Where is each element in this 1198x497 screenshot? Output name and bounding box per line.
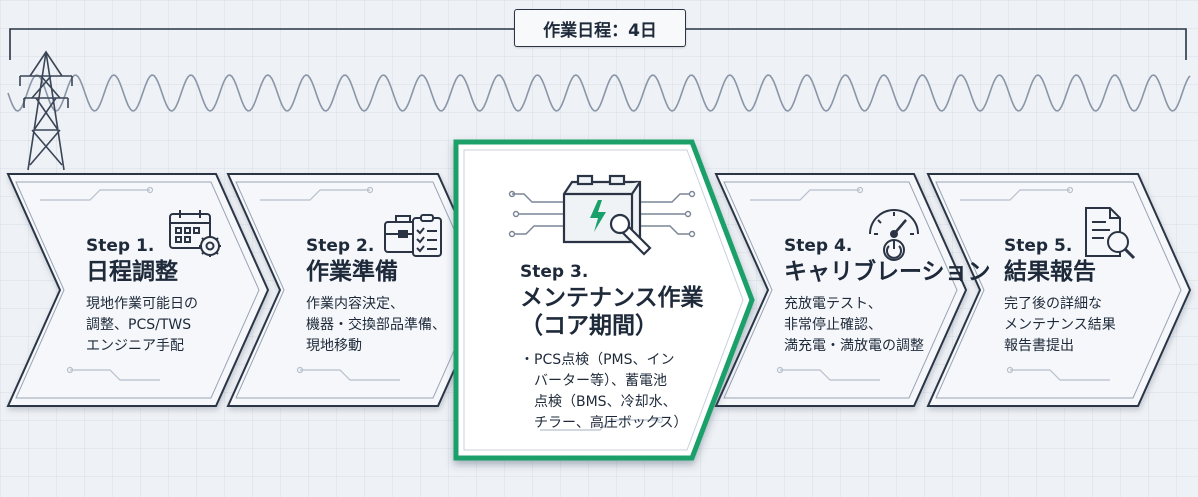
step-5-name: 結果報告 — [1004, 259, 1096, 285]
step-1-description: 現地作業可能日の 調整、PCS/TWS エンジニア手配 — [86, 296, 198, 354]
circuit-traces — [40, 186, 1110, 431]
step-3-description: ・PCS点検（PMS、イン バーター等）、蓄電池 点検（BMS、冷却水、 チラー… — [520, 352, 688, 431]
step-4-number: Step 4. — [784, 236, 853, 256]
step-1-name: 日程調整 — [86, 259, 178, 285]
schedule-title-text: 作業日程：4日 — [543, 20, 657, 41]
step-2-name: 作業準備 — [306, 259, 398, 285]
step-4-description: 充放電テスト、 非常停止確認、 満充電・満放電の調整 — [784, 296, 924, 354]
step-3-name-line2: （コア期間） — [520, 313, 658, 339]
timeline-bracket — [9, 28, 1187, 60]
step-3-chevron — [453, 139, 755, 461]
gauge-power-icon — [869, 209, 919, 261]
report-magnifier-icon — [1085, 207, 1136, 260]
step-5-content: Step 5. 結果報告 完了後の詳細な メンテナンス結果 報告書提出 — [1004, 236, 1116, 357]
calendar-gear-icon — [169, 210, 221, 257]
step-3-number: Step 3. — [520, 262, 589, 282]
power-tower-icon — [19, 50, 73, 171]
step-3-name-line1: メンテナンス作業 — [520, 285, 704, 311]
power-wave — [7, 74, 1191, 112]
toolbox-clipboard-icon — [384, 214, 442, 257]
step-1-content: Step 1. 日程調整 現地作業可能日の 調整、PCS/TWS エンジニア手配 — [86, 236, 198, 357]
schedule-title: 作業日程：4日 — [514, 9, 686, 47]
step-2-description: 作業内容決定、 機器・交換部品準備、 現地移動 — [306, 296, 446, 354]
step-2-content: Step 2. 作業準備 作業内容決定、 機器・交換部品準備、 現地移動 — [306, 236, 446, 357]
step-4-name: キャリブレーション — [784, 259, 991, 285]
battery-wrench-icon — [508, 174, 696, 256]
step-2-number: Step 2. — [306, 236, 375, 256]
step-4-content: Step 4. キャリブレーション 充放電テスト、 非常停止確認、 満充電・満放… — [784, 236, 991, 357]
step-5-description: 完了後の詳細な メンテナンス結果 報告書提出 — [1004, 296, 1116, 354]
step-4-chevron — [714, 173, 968, 407]
step-1-chevron — [6, 173, 270, 407]
step-5-chevron — [926, 173, 1192, 407]
step-1-number: Step 1. — [86, 236, 155, 256]
step-3-content: Step 3. メンテナンス作業 （コア期間） ・PCS点検（PMS、イン バー… — [520, 262, 704, 434]
step-5-number: Step 5. — [1004, 236, 1073, 256]
